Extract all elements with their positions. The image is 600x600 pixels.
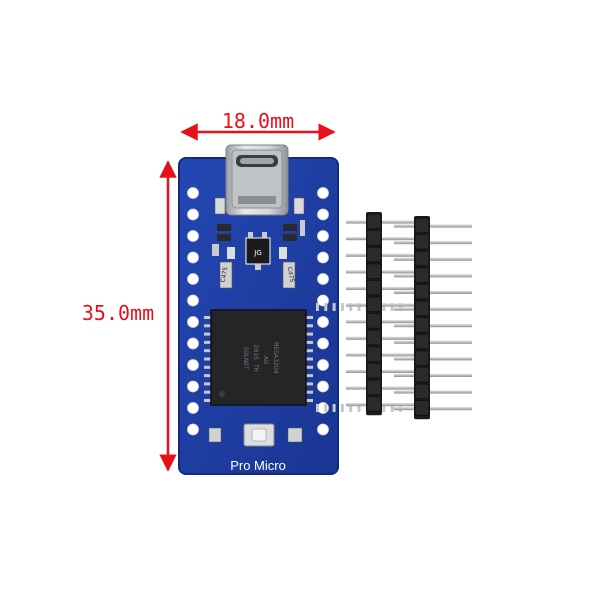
header-pin [394,241,472,245]
header-pin [394,407,472,411]
header-pin [394,257,472,261]
pin-pad [317,359,329,371]
header-pin [394,224,472,228]
pin-header-strip [346,212,424,416]
header-pin [394,373,472,377]
header-pin [394,340,472,344]
header-pin [394,290,472,294]
pin-pad [317,380,329,393]
pin-pad [317,316,329,328]
pin-pad [317,251,329,264]
smd-components: JG C475 C475 [212,197,305,289]
pin-pad [317,230,329,242]
board-name-label: Pro Micro [230,458,286,473]
pin-pads-left [187,187,199,436]
header-pin [346,237,424,241]
atmega32u4-chip: MEGA32U4 -AU 2015 TH SOLNOT [204,303,402,412]
header-pin [346,220,424,224]
header-pin [346,320,424,324]
pin-pad [317,273,329,285]
pin-pad [187,402,199,414]
capacitor-right-marking: C475 [286,266,296,283]
pro-micro-board: JG C475 C475 MEGA32U4 -AU 2015 TH SOLNOT [178,144,402,475]
pin-pad [187,359,199,371]
pin-pad [187,187,199,199]
chip-marking-4: SOLNOT [242,346,250,370]
pin-pad [187,423,199,436]
header-pin [346,369,424,373]
header-pin [346,353,424,357]
pin-pad [187,251,199,264]
header-pin [394,357,472,361]
pin-pad [187,380,199,393]
header-pin [394,274,472,278]
header-pin [346,386,424,390]
header-pin [394,324,472,328]
pin-pad [187,316,199,328]
pin-pad [317,208,329,221]
pin-pad [187,230,199,242]
header-pin [346,270,424,274]
header-pin [394,390,472,394]
chip-marking-2: -AU [262,352,270,364]
pin-pad [187,337,199,350]
pin-header-strip [394,216,472,420]
pin-pad [187,208,199,221]
capacitor-left-marking: C475 [220,266,230,283]
height-label: 35.0mm [82,301,154,325]
bottom-components [208,423,303,447]
width-dimension: 18.0mm [180,109,336,141]
pin-pad [317,337,329,350]
header-pin [346,303,424,307]
pin-pad [317,187,329,199]
header-pin [346,286,424,290]
regulator-marking: JG [253,249,262,257]
chip-marking-3: 2015 TH [252,344,260,371]
header-pin [346,253,424,257]
pin-pad [187,273,199,285]
header-pin [346,403,424,407]
pin-pad [317,423,329,436]
chip-marking-1: MEGA32U4 [272,342,280,373]
usb-c-connector [225,144,289,216]
height-dimension: 35.0mm [82,160,177,472]
header-pin [346,336,424,340]
width-label: 18.0mm [222,109,294,133]
pin-headers [346,212,472,420]
header-pin [394,307,472,311]
pin-pad [187,294,199,307]
